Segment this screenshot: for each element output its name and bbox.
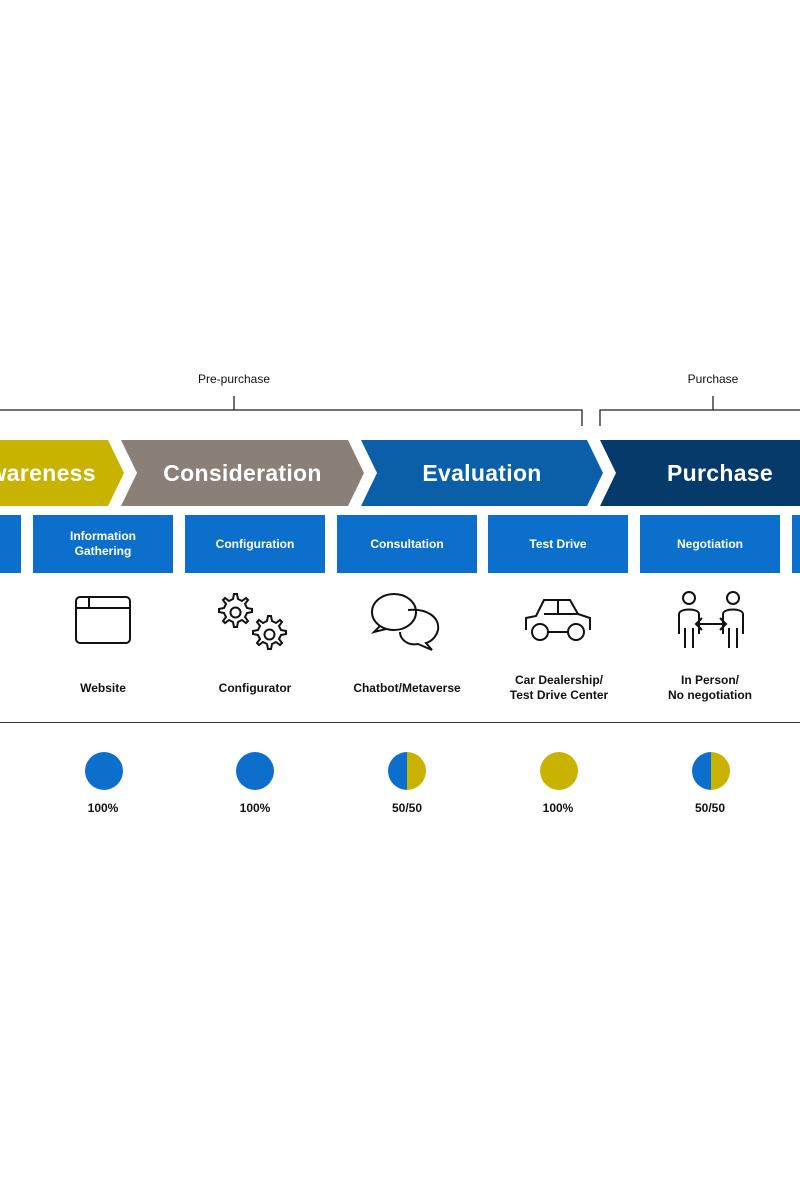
step-box-partial-left [0, 515, 21, 573]
stage-chevron-purchase [600, 440, 800, 506]
stage-chevron-consideration [121, 440, 364, 506]
step-configuration: Configuration [185, 515, 325, 573]
share-circle-in-person [692, 752, 730, 790]
car-icon [525, 599, 591, 641]
share-circle-car-dealership [540, 752, 578, 790]
channel-label-website: Website [80, 680, 126, 695]
channel-label-chatbot-metaverse: Chatbot/Metaverse [353, 680, 461, 695]
bracket-purchase [599, 396, 800, 426]
share-circle-configurator [236, 752, 274, 790]
share-digital [236, 752, 274, 790]
share-physical-half [711, 752, 730, 790]
stage-label-awareness: Awareness [0, 460, 96, 486]
chat-bubbles-icon [370, 593, 440, 651]
step-test-drive: Test Drive [488, 515, 628, 573]
step-information-gathering: Information Gathering [33, 515, 173, 573]
share-digital [85, 752, 123, 790]
phase-label-purchase: Purchase [687, 372, 739, 386]
phase-label-pre-purchase: Pre-purchase [197, 372, 271, 386]
people-exchange-icon [678, 591, 744, 648]
step-consultation: Consultation [337, 515, 477, 573]
channel-label-configurator: Configurator [218, 680, 292, 695]
share-circle-website [85, 752, 123, 790]
gears-icon [218, 593, 287, 650]
share-label-website: 100% [87, 801, 119, 815]
phase-brackets [0, 396, 800, 426]
channel-label-car-dealership: Car Dealership/ Test Drive Center [509, 673, 609, 702]
browser-window-icon [75, 596, 131, 644]
stage-chevrons [0, 440, 800, 506]
stage-label-consideration: Consideration [163, 460, 322, 486]
channel-label-in-person: In Person/ No negotiation [668, 673, 752, 702]
step-box-partial-right [792, 515, 800, 573]
share-label-in-person: 50/50 [694, 801, 726, 815]
share-label-chatbot-metaverse: 50/50 [391, 801, 423, 815]
stage-label-purchase: Purchase [667, 460, 773, 486]
share-digital-half [388, 752, 407, 790]
share-circle-chatbot-metaverse [388, 752, 426, 790]
bracket-pre-purchase [0, 396, 583, 426]
share-digital-half [692, 752, 711, 790]
stage-label-evaluation: Evaluation [422, 460, 542, 486]
stage-chevron-awareness [0, 440, 124, 506]
share-physical-half [407, 752, 426, 790]
stage-chevron-evaluation [361, 440, 603, 506]
share-label-configurator: 100% [239, 801, 271, 815]
step-negotiation: Negotiation [640, 515, 780, 573]
share-label-car-dealership: 100% [542, 801, 574, 815]
section-divider [0, 722, 800, 723]
share-physical [540, 752, 578, 790]
